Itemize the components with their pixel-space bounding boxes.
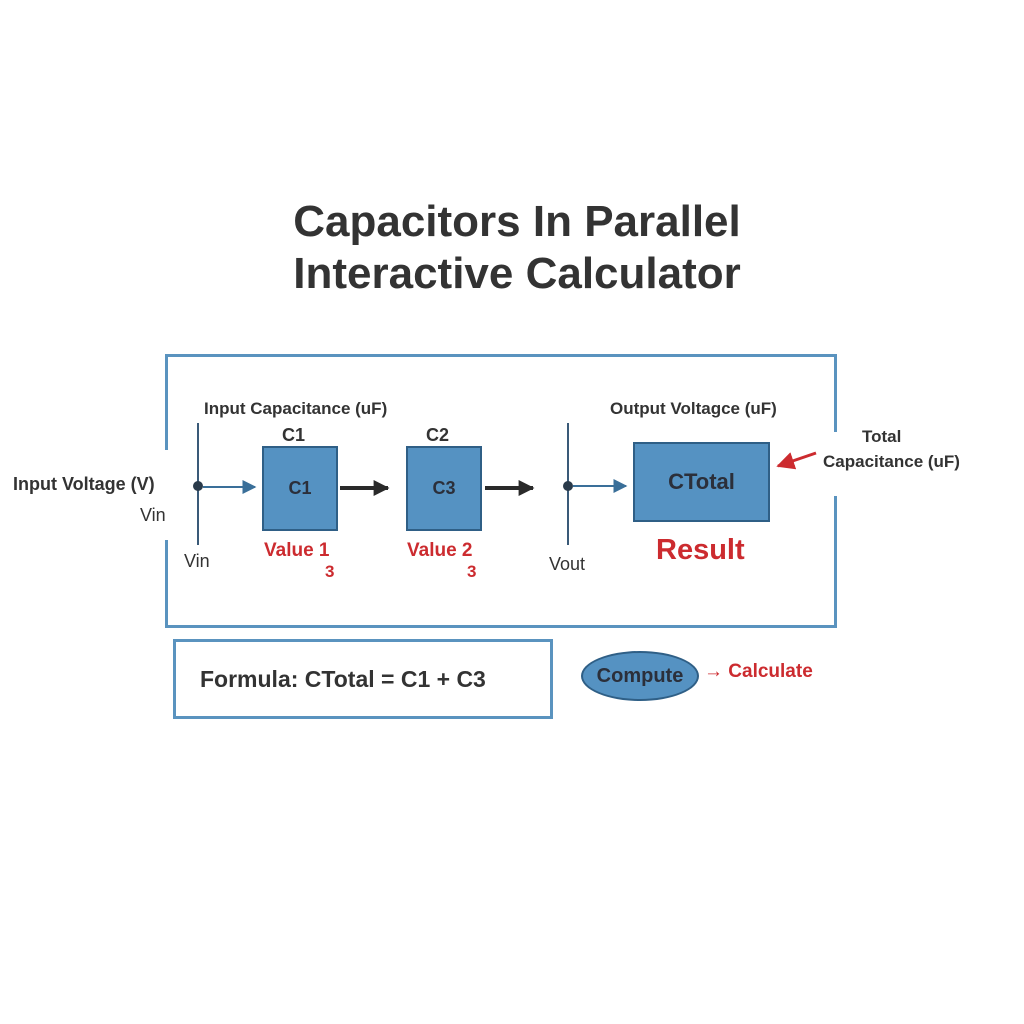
value-1-number[interactable]: 3 bbox=[325, 562, 335, 581]
output-voltage-header: Output Voltagce (uF) bbox=[610, 399, 777, 418]
compute-button-label: Compute bbox=[596, 664, 684, 687]
calculate-label: Calculate bbox=[728, 661, 813, 682]
frame-gap-left bbox=[160, 450, 174, 540]
ctotal-box: CTotal bbox=[633, 442, 770, 522]
value-2-label: Value 2 bbox=[407, 540, 473, 561]
total-caption-line-2: Capacitance (uF) bbox=[823, 452, 960, 471]
capacitor-c1-box-label: C1 bbox=[288, 478, 312, 498]
ctotal-box-label: CTotal bbox=[668, 469, 735, 494]
value-1-label: Value 1 bbox=[264, 540, 330, 561]
capacitor-c3-box[interactable]: C3 bbox=[406, 446, 482, 531]
vin-inside-label: Vin bbox=[184, 551, 210, 571]
c1-top-label: C1 bbox=[282, 425, 306, 445]
calculate-hint: → Calculate bbox=[704, 661, 813, 683]
compute-button[interactable]: Compute bbox=[581, 651, 699, 701]
c2-top-label: C2 bbox=[426, 425, 450, 445]
title-line-2: Interactive Calculator bbox=[293, 249, 741, 298]
capacitor-c3-box-label: C3 bbox=[432, 478, 456, 498]
formula-text: Formula: CTotal = C1 + C3 bbox=[200, 665, 486, 692]
input-capacitance-header: Input Capacitance (uF) bbox=[204, 399, 388, 418]
frame-gap-right bbox=[824, 432, 838, 496]
capacitor-c1-box[interactable]: C1 bbox=[262, 446, 338, 531]
result-label: Result bbox=[656, 534, 745, 566]
value-2-number[interactable]: 3 bbox=[467, 562, 477, 581]
vout-label: Vout bbox=[549, 554, 586, 574]
formula-box: Formula: CTotal = C1 + C3 bbox=[173, 639, 553, 719]
vin-outside-label: Vin bbox=[140, 505, 166, 525]
input-voltage-label: Input Voltage (V) bbox=[13, 474, 155, 494]
title-line-1: Capacitors In Parallel bbox=[293, 197, 741, 246]
page-title: Capacitors In Parallel Interactive Calcu… bbox=[0, 196, 1024, 300]
right-arrow-icon: → bbox=[704, 661, 723, 682]
total-caption-line-1: Total bbox=[862, 427, 902, 446]
